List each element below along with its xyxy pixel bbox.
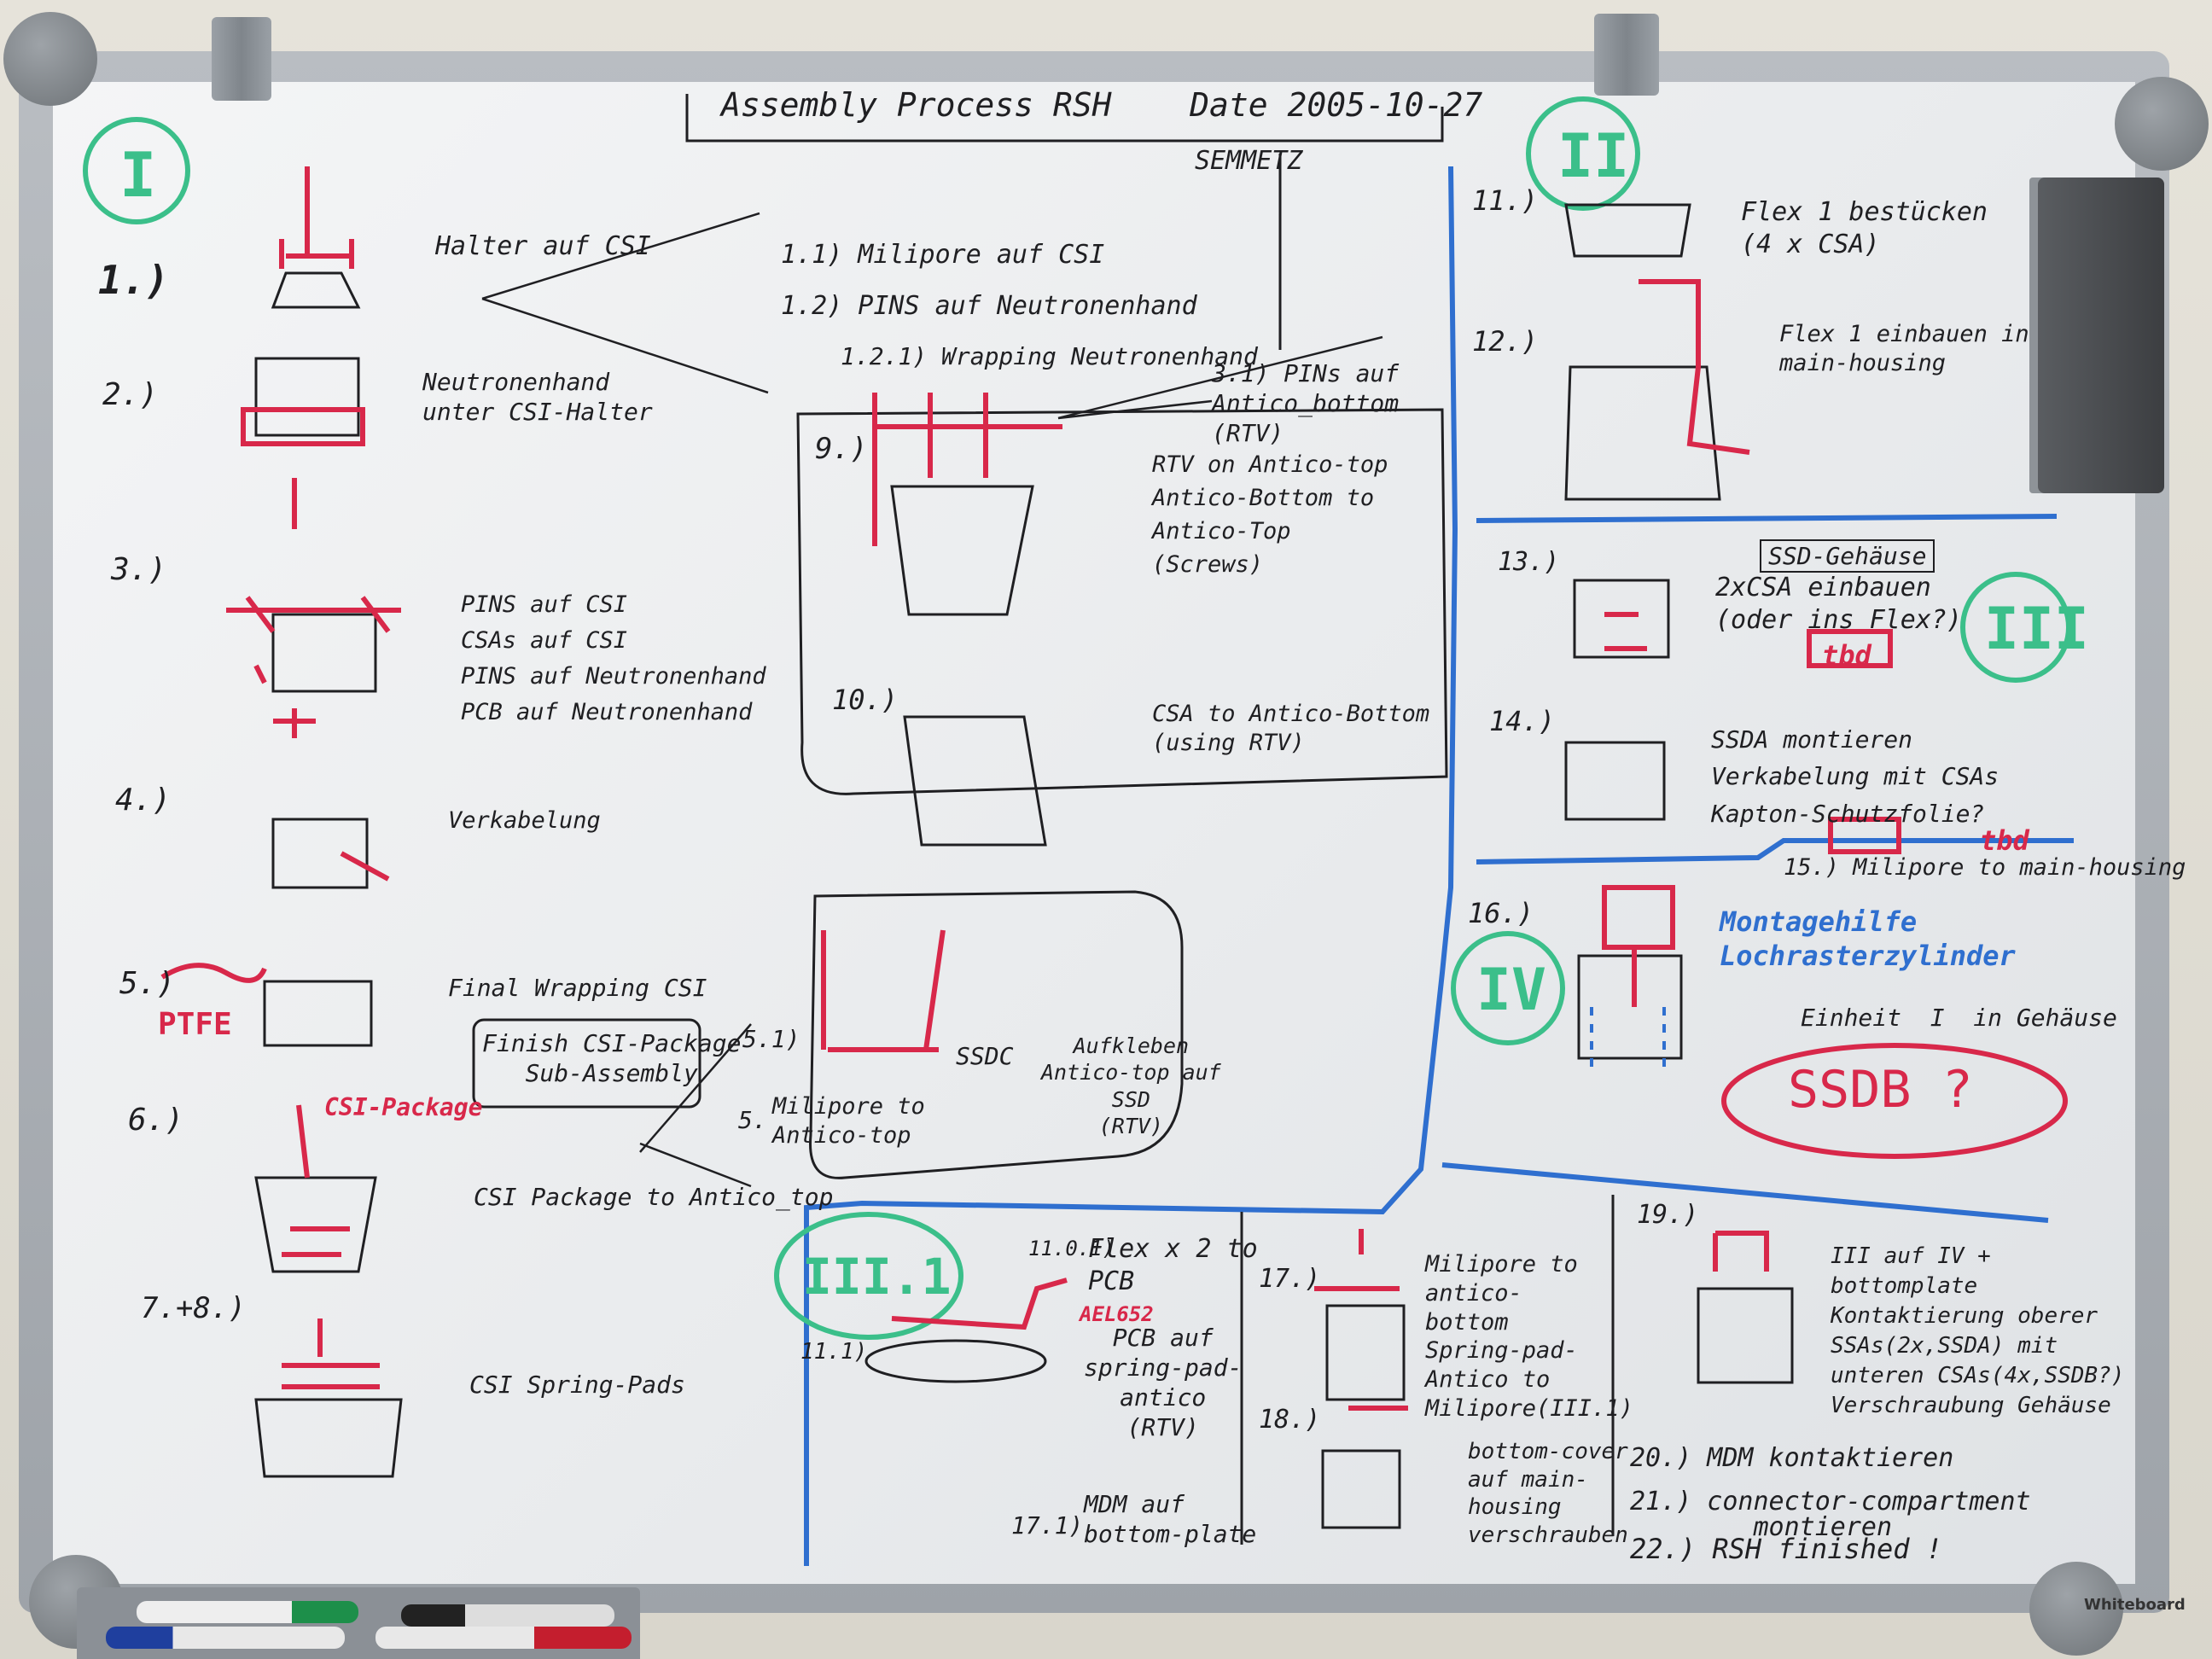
step-12-text: Flex 1 einbauen in main-housing	[1779, 321, 2029, 376]
step-7-8-number: 7.+8.)	[141, 1291, 246, 1325]
step-21-text: 21.) connector-compartment montieren	[1630, 1487, 2031, 1542]
step-1-number: 1.)	[98, 257, 170, 303]
step-13-heading: SSD-Gehäuse	[1760, 539, 1936, 573]
step-17-1-number: 17.1)	[1011, 1511, 1084, 1540]
step-2-text: Neutronenhand unter CSI-Halter	[422, 368, 653, 426]
section-label-3: III	[1984, 596, 2089, 663]
step-3-number: 3.)	[111, 552, 167, 587]
step-5-1-number: 5.1)	[742, 1025, 800, 1053]
board-title: Assembly Process RSH Date 2005-10-27	[721, 86, 1483, 124]
step-5-milipore-text: Milipore to Antico-top	[772, 1093, 925, 1149]
step-9-text: RTV on Antico-top Antico-Bottom to Antic…	[1152, 451, 1388, 579]
step-6-text: CSI Package to Antico_top	[474, 1183, 834, 1211]
step-16-ssdb-question: SSDB ?	[1788, 1060, 1973, 1120]
step-11-1-text: PCB auf spring-pad- antico (RTV)	[1084, 1324, 1243, 1441]
step-3-text: PINS auf CSI CSAs auf CSI PINS auf Neutr…	[461, 591, 766, 725]
frame-corner-bottom-right	[2029, 1562, 2123, 1656]
step-13-number: 13.)	[1498, 547, 1560, 577]
step-16-number: 16.)	[1468, 897, 1534, 929]
step-1-1-text: 1.1) Milipore auf CSI	[781, 240, 1105, 270]
frame-corner-top-right	[2115, 77, 2209, 171]
marker-red[interactable]	[375, 1627, 632, 1649]
marker-blue[interactable]	[106, 1627, 345, 1649]
section-label-1: I	[119, 139, 157, 211]
frame-corner-top-left	[3, 12, 97, 106]
marker-green[interactable]	[137, 1601, 358, 1623]
board-brand-label: Whiteboard	[2084, 1596, 2186, 1614]
step-14-number: 14.)	[1489, 705, 1556, 737]
step-11-0-1-part: AEL652	[1080, 1302, 1154, 1326]
step-13-tbd: tbd	[1822, 639, 1871, 672]
step-16-assembly-aid: Montagehilfe Lochrasterzylinder	[1720, 905, 2016, 972]
board-author: SEMMETZ	[1195, 146, 1303, 176]
step-9-number: 9.)	[815, 432, 868, 466]
step-5-ptfe: PTFE	[158, 1007, 232, 1042]
step-5-number: 5.	[738, 1106, 767, 1134]
step-11-text: Flex 1 bestücken (4 x CSA)	[1741, 197, 1988, 259]
step-17-text: Milipore to antico- bottom Spring-pad- A…	[1425, 1251, 1633, 1422]
step-1-text: Halter auf CSI	[435, 231, 651, 261]
step-10-text: CSA to Antico-Bottom (using RTV)	[1152, 701, 1430, 756]
step-5-1-ssdc: SSDC	[956, 1042, 1014, 1070]
step-12-number: 12.)	[1472, 325, 1539, 358]
step-4-text: Verkabelung	[448, 807, 601, 834]
step-20-text: 20.) MDM kontaktieren	[1630, 1443, 1954, 1473]
step-15-text: 15.) Milipore to main-housing	[1784, 854, 2186, 881]
step-5-text: Final Wrapping CSI	[448, 974, 707, 1002]
section-label-2: II	[1557, 121, 1630, 191]
step-11-0-1-text: Flex x 2 to PCB	[1088, 1234, 1258, 1296]
step-7-8-text: CSI Spring-Pads	[469, 1371, 685, 1399]
marker-black[interactable]	[401, 1604, 614, 1627]
step-3-1-text: 3.1) PINs auf Antico_bottom (RTV)	[1212, 359, 1400, 447]
step-18-number: 18.)	[1259, 1405, 1321, 1435]
step-11-number: 11.)	[1472, 184, 1539, 217]
board-eraser[interactable]	[2038, 178, 2164, 493]
step-19-number: 19.)	[1637, 1200, 1699, 1230]
step-14-text: SSDA montieren Verkabelung mit CSAs Kapt…	[1711, 725, 2000, 828]
step-16-unit-text: Einheit I in Gehäuse	[1801, 1004, 2117, 1032]
section-label-4: IV	[1476, 957, 1546, 1024]
step-4-number: 4.)	[115, 783, 172, 818]
hanging-clip-left	[212, 17, 271, 101]
section-label-3-1: III.1	[802, 1248, 952, 1306]
step-18-text: bottom-cover auf main- housing verschrau…	[1468, 1439, 1628, 1548]
hanging-clip-right	[1594, 14, 1659, 96]
finish-box-text: Finish CSI-Package Sub-Assembly	[482, 1029, 742, 1087]
step-5-1-text: Aufkleben Antico-top auf SSD (RTV)	[1041, 1033, 1221, 1138]
step-14-tbd: tbd	[1980, 824, 2029, 857]
step-22-text: 22.) RSH finished !	[1630, 1533, 1943, 1565]
step-17-number: 17.)	[1259, 1264, 1321, 1294]
step-11-1-number: 11.1)	[800, 1339, 868, 1365]
step-17-1-text: MDM auf bottom-plate	[1084, 1490, 1257, 1548]
step-2-number: 2.)	[102, 377, 159, 412]
step-6-package-label: CSI-Package	[324, 1093, 483, 1121]
step-10-number: 10.)	[832, 684, 899, 716]
step-13-text: 2xCSA einbauen (oder ins Flex?)	[1715, 573, 1962, 635]
step-6-number: 6.)	[128, 1103, 184, 1138]
step-11-0-1-number: 11.0.1)	[1028, 1237, 1115, 1260]
step-19-text: III auf IV + bottomplate Kontaktierung o…	[1831, 1243, 2125, 1419]
step-1-2-1-text: 1.2.1) Wrapping Neutronenhand	[841, 342, 1258, 370]
step-5-number: 5.)	[119, 966, 176, 1001]
step-1-2-text: 1.2) PINS auf Neutronenhand	[781, 291, 1197, 321]
whiteboard-surface	[53, 82, 2135, 1584]
